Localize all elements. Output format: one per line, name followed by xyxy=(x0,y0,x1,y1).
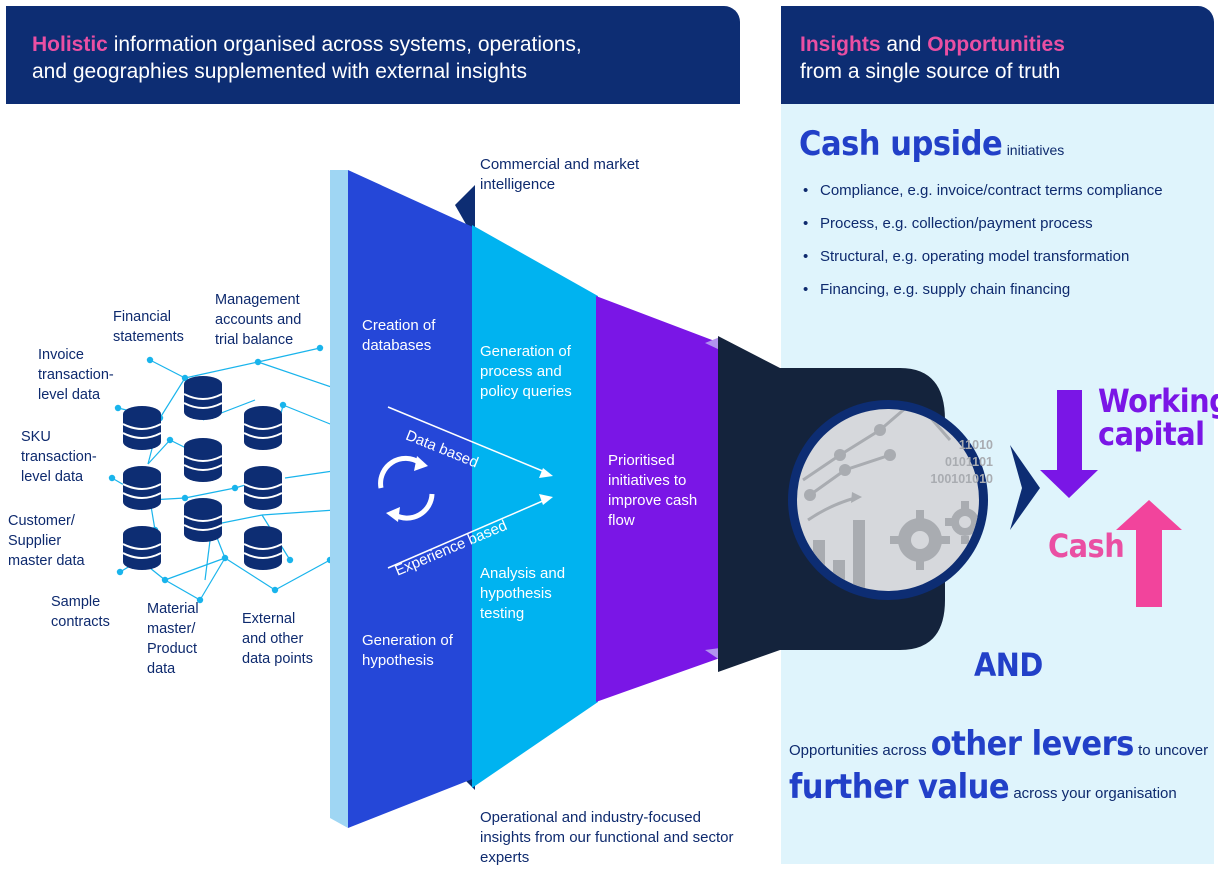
further-value: further value xyxy=(789,767,1010,807)
list-item: Process, e.g. collection/payment process xyxy=(800,214,1180,234)
holistic-highlight: Holistic xyxy=(32,33,108,56)
label-material-master: Material master/ Product data xyxy=(147,601,199,677)
binary-line: 11010 xyxy=(958,438,993,452)
cash-label: Cash xyxy=(1048,527,1125,565)
creation-of-databases: Creation of databases xyxy=(362,317,436,354)
royal-blue-panel xyxy=(348,170,475,828)
header-left-line1: information organised across systems, op… xyxy=(107,33,582,56)
database-icons xyxy=(122,376,283,570)
purple-panel xyxy=(596,296,720,702)
other-levers: other levers xyxy=(930,724,1135,764)
and-label: AND xyxy=(974,646,1043,684)
generation-of-queries: Generation of process and policy queries xyxy=(480,343,572,400)
list-item: Structural, e.g. operating model transfo… xyxy=(800,247,1180,267)
binary-line: 0101101 xyxy=(945,455,993,469)
binary-text: 11010 0101101 100101010 xyxy=(928,437,993,488)
and-word: and xyxy=(880,33,928,56)
purple-tip-bottom xyxy=(705,648,720,660)
purple-tip-top xyxy=(705,337,720,350)
analysis-and-testing: Analysis and hypothesis testing xyxy=(480,565,566,622)
chevron-right-icon xyxy=(1010,445,1040,530)
royal-panel-side xyxy=(330,170,348,828)
header-left-banner: Holistic information organised across sy… xyxy=(6,6,740,104)
binary-line: 100101010 xyxy=(930,472,993,486)
cyan-panel xyxy=(472,225,598,788)
prioritised-initiatives: Prioritised initiatives to improve cash … xyxy=(608,452,698,529)
commercial-intelligence-label: Commercial and market intelligence xyxy=(480,156,640,193)
opportunities-highlight: Opportunities xyxy=(927,33,1065,56)
header-right-banner: Insights and Opportunities from a single… xyxy=(781,6,1214,104)
label-external-data: External and other data points xyxy=(242,611,313,667)
cash-upside-heading: Cash upside initiatives xyxy=(799,124,1064,164)
across-org: across your organisation xyxy=(1013,785,1177,802)
cash-upside-small: initiatives xyxy=(1006,142,1065,158)
label-management-accounts: Management accounts and trial balance xyxy=(215,292,302,348)
opp-prefix: Opportunities across xyxy=(789,742,927,759)
arrow-down-icon xyxy=(1040,390,1098,498)
working-capital-label: Working capital xyxy=(1098,382,1218,453)
cycle-arrows-icon xyxy=(378,455,435,521)
label-sku-data: SKU transaction-level data xyxy=(21,429,97,485)
operational-insights-label: Operational and industry-focused insight… xyxy=(480,809,734,866)
header-right-line2: from a single source of truth xyxy=(800,60,1061,83)
list-item: Financing, e.g. supply chain financing xyxy=(800,280,1180,300)
label-financial-statements: Financial statements xyxy=(113,309,184,345)
cash-upside-big: Cash upside xyxy=(799,124,1003,164)
arrow-up-icon xyxy=(1116,500,1182,607)
initiatives-list: Compliance, e.g. invoice/contract terms … xyxy=(800,181,1180,313)
further-value-line: further value across your organisation xyxy=(789,767,1177,807)
to-uncover: to uncover xyxy=(1138,742,1209,759)
generation-of-hypothesis: Generation of hypothesis xyxy=(362,632,453,669)
header-left-line2: and geographies supplemented with extern… xyxy=(32,60,527,83)
list-item: Compliance, e.g. invoice/contract terms … xyxy=(800,181,1180,201)
insights-highlight: Insights xyxy=(800,33,881,56)
label-sample-contracts: Sample contracts xyxy=(51,594,110,630)
label-invoice-data: Invoice transaction-level data xyxy=(38,347,114,403)
opportunities-line: Opportunities across other levers to unc… xyxy=(789,724,1208,764)
label-customer-supplier-data: Customer/ Supplier master data xyxy=(8,513,85,569)
